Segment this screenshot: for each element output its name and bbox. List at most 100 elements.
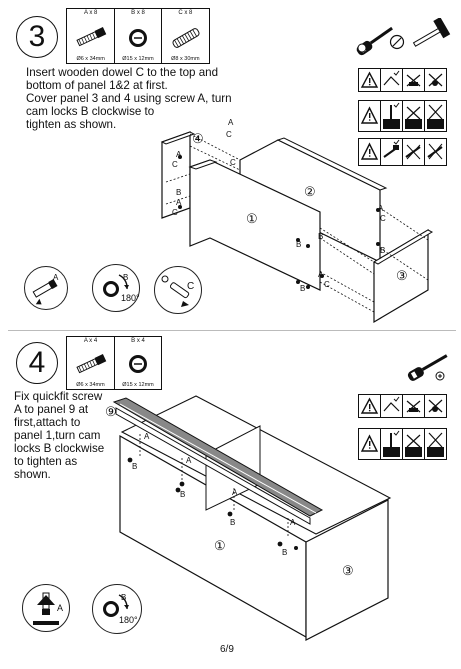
correct-assembly-icon	[381, 101, 403, 131]
part-a: A x 4 Ø6 x 34mm	[67, 337, 115, 389]
wooden-dowel-icon	[172, 28, 200, 48]
detail-label: 180°	[121, 293, 140, 303]
callout-label: A	[186, 456, 192, 465]
dowel-screw-icon	[76, 354, 107, 374]
wrong-assembly-icon	[425, 429, 446, 459]
callout-label: C	[172, 208, 178, 217]
callout-label: C	[324, 280, 330, 289]
warning-triangle-icon	[359, 429, 381, 459]
wrong-assembly-icon	[425, 139, 446, 165]
warning-triangle-icon	[359, 395, 381, 417]
part-a: A x 8 Ø6 x 34mm	[67, 9, 116, 63]
part-a-size: Ø6 x 34mm	[76, 382, 105, 388]
detail-label: A	[53, 273, 59, 282]
wrong-assembly-icon	[403, 139, 425, 165]
callout-label: C	[172, 160, 178, 169]
callout-label: B	[380, 246, 386, 255]
detail-screw-a: A	[22, 584, 70, 632]
part-c-size: Ø8 x 30mm	[171, 56, 200, 62]
wrong-assembly-icon	[403, 395, 425, 417]
screwdriver-icon	[356, 26, 393, 56]
detail-cam-b: B 180°	[92, 584, 142, 634]
wrong-assembly-icon	[425, 69, 446, 91]
step-4-number: 4	[16, 342, 58, 384]
correct-assembly-icon	[381, 395, 403, 417]
callout-label: A	[176, 198, 182, 207]
screwdriver-icon	[407, 354, 448, 381]
callout-label: A	[318, 270, 324, 279]
part-c-label: C x 8	[178, 10, 193, 16]
callout-label: A	[228, 118, 234, 127]
correct-assembly-icon	[381, 69, 403, 91]
step-4-parts-list: A x 4 Ø6 x 34mm B x 4 Ø15 x 12mm	[66, 336, 162, 390]
callout-label: A	[144, 432, 150, 441]
callout-label: C	[380, 214, 386, 223]
part-a-size: Ø6 x 34mm	[76, 56, 105, 62]
step-3-parts-list: A x 8 Ø6 x 34mm B x 8 Ø15 x 12mm C x 8 Ø…	[66, 8, 210, 64]
step-4-number-text: 4	[28, 346, 46, 379]
callout-label: A	[378, 204, 384, 213]
wrong-assembly-icon	[403, 69, 425, 91]
panel-9	[112, 397, 324, 517]
detail-dowel-c: C	[154, 266, 202, 314]
step-4-warning-row-1	[358, 394, 447, 418]
step-3-number-text: 3	[28, 20, 46, 53]
step-3-number: 3	[16, 16, 58, 58]
panel-3	[305, 499, 389, 641]
callout-label: B	[300, 284, 306, 293]
part-b-size: Ø15 x 12mm	[122, 382, 154, 388]
part-b-label: B x 8	[131, 10, 145, 16]
panel-9-label: ⑨	[105, 404, 117, 419]
part-b: B x 4 Ø15 x 12mm	[115, 337, 161, 389]
callout-label: B	[132, 462, 138, 471]
panel-2-label: ②	[304, 184, 316, 199]
no-power-drill-icon	[389, 34, 405, 50]
cam-lock-icon	[129, 29, 148, 47]
wrong-assembly-icon	[403, 429, 425, 459]
part-a-label: A x 8	[83, 10, 98, 16]
callout-label: B	[180, 490, 186, 499]
callout-label: B	[176, 188, 182, 197]
part-b-label: B x 4	[131, 338, 145, 344]
warning-triangle-icon	[359, 101, 381, 131]
wrong-assembly-icon	[403, 101, 425, 131]
callout-label: B	[318, 232, 324, 241]
cam-lock-icon	[129, 355, 147, 373]
step-4-warning-row-2	[358, 428, 447, 460]
callout-label: A	[290, 518, 296, 527]
step-divider	[8, 330, 456, 331]
callout-label: C	[226, 130, 232, 139]
callout-label: B	[230, 518, 236, 527]
wrong-assembly-icon	[425, 395, 446, 417]
part-a-label: A x 4	[83, 338, 98, 344]
step-3-assembly-diagram	[160, 131, 434, 324]
panel-1-label: ①	[246, 211, 258, 226]
step-4-instructions: Fix quickfit screw A to panel 9 at first…	[14, 390, 105, 481]
detail-label: C	[187, 281, 195, 292]
hammer-icon	[412, 18, 451, 47]
warning-triangle-icon	[359, 69, 381, 91]
callout-label: A	[232, 488, 238, 497]
dowel-screw-icon	[76, 27, 107, 47]
callout-label: B	[296, 240, 302, 249]
step-3-warning-row-2	[358, 100, 447, 132]
part-b-size: Ø15 x 12mm	[122, 56, 154, 62]
step-3-warning-row-1	[358, 68, 447, 92]
correct-assembly-icon	[381, 429, 403, 459]
page-number: 6/9	[220, 644, 234, 655]
step-3-warning-row-3	[358, 138, 447, 166]
detail-label: 180°	[119, 615, 138, 625]
detail-label: B	[121, 593, 127, 602]
panel-1-label: ①	[214, 538, 226, 553]
detail-label: A	[57, 603, 64, 613]
detail-label: B	[123, 273, 129, 282]
panel-4-label: ④	[192, 131, 204, 146]
callout-label: A	[176, 150, 182, 159]
wrong-assembly-icon	[425, 101, 446, 131]
step-4-assembly-diagram	[112, 395, 392, 641]
panel-3-label: ③	[342, 563, 354, 578]
warning-triangle-icon	[359, 139, 381, 165]
panel-3-label: ③	[396, 268, 408, 283]
detail-cam-b: B 180°	[92, 264, 140, 312]
step-3-instructions: Insert wooden dowel C to the top and bot…	[26, 66, 232, 131]
